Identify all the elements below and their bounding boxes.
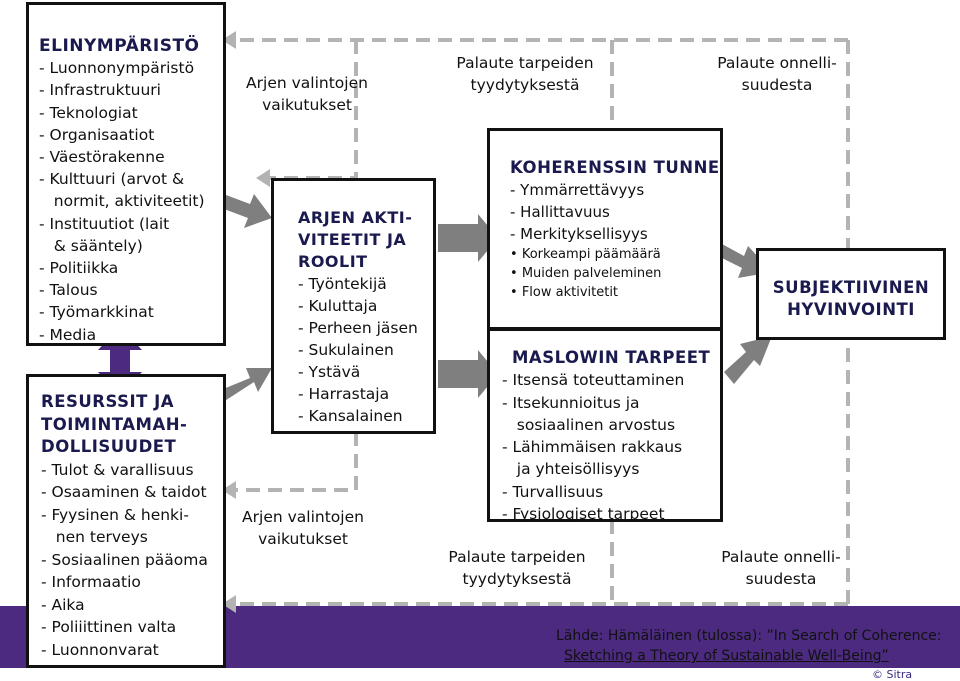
environment-item: normit, aktiviteetit) (39, 192, 205, 211)
roles-list: - Työntekijä - Kuluttaja - Perheen jäsen - … (298, 273, 433, 427)
arrowhead-bottom (222, 595, 236, 613)
roles-title-line: ARJEN AKTI- (298, 208, 413, 227)
resources-title-line: DOLLISUUDET (41, 437, 177, 456)
process-arrows (216, 192, 772, 404)
feedback-everyday-top: Arjen valintojen vaikutukset (246, 74, 368, 114)
wellbeing-title: SUBJEKTIIVINEN HYVINVOINTI (759, 277, 943, 321)
feedback-loops (228, 38, 850, 606)
footer-source-line2: Sketching a Theory of Sustainable Well-B… (564, 648, 889, 664)
coherence-list: - Ymmärrettävyys - Hallittavuus - Merkityk… (510, 179, 720, 245)
maslow-list: - Itsensä toteuttaminen - Itsekunnioitus … (502, 369, 720, 525)
wellbeing-title-line: HYVINVOINTI (787, 300, 915, 319)
coherence-bullet: • Flow aktivitetit (510, 285, 619, 300)
arrowhead-top (222, 31, 236, 49)
maslow-box: MASLOWIN TARPEET - Itsensä toteuttaminen… (487, 328, 723, 525)
feedback-needs-top: Palaute tarpeiden tyydytyksestä (456, 54, 594, 94)
environment-item: - Politiikka (39, 259, 119, 278)
environment-item: - Luonnonympäristö (39, 59, 195, 78)
environment-item: - Väestörakenne (39, 148, 165, 167)
environment-item: - Organisaatiot (39, 125, 155, 144)
arrow-roles-to-maslow (438, 350, 498, 398)
coherence-item: - Merkityksellisyys (510, 225, 648, 243)
feedback-happy-bottom: Palaute onnelli- suudesta (721, 548, 841, 588)
footer-source: Lähde: Hämäläinen (tulossa): ”In Search … (556, 626, 941, 666)
bullet-icon: • (510, 266, 522, 281)
roles-title: ARJEN AKTI- VITEETIT JA ROOLIT (298, 207, 433, 273)
roles-item: - Kuluttaja (298, 297, 378, 315)
roles-box: ARJEN AKTI- VITEETIT JA ROOLIT - Työntekij… (271, 178, 436, 434)
maslow-item: - Fysiologiset tarpeet (502, 505, 665, 524)
resources-item: - Aika (41, 595, 85, 614)
resources-item: - Sosiaalinen pääoma (41, 550, 208, 569)
resources-list: - Tulot & varallisuus - Osaaminen & taido… (41, 459, 223, 662)
environment-title: ELINYMPÄRISTÖ (39, 36, 200, 56)
resources-item: nen terveys (41, 528, 148, 546)
maslow-title: MASLOWIN TARPEET (512, 348, 711, 367)
maslow-item: ja yhteisöllisyys (502, 460, 640, 479)
feedback-line-roles-bottom (228, 432, 358, 492)
environment-item: - Työmarkkinat (39, 303, 154, 322)
footer-copyright: © Sitra (872, 668, 913, 681)
environment-item: - Infrastruktuuri (39, 81, 161, 100)
roles-item: - Työntekijä (298, 275, 387, 293)
environment-list: - Luonnonympäristö - Infrastruktuuri - Tek… (39, 57, 223, 346)
resources-title: RESURSSIT JA TOIMINTAMAH- DOLLISUUDET (41, 391, 223, 459)
coherence-bullet: • Korkeampi päämäärä (510, 247, 661, 262)
feedback-everyday-bottom: Arjen valintojen vaikutukset (242, 508, 364, 548)
resources-item: - Tulot & varallisuus (41, 460, 194, 479)
coherence-item: - Hallittavuus (510, 203, 610, 221)
resources-title-line: RESURSSIT JA (41, 392, 175, 411)
feedback-happy-top: Palaute onnelli- suudesta (717, 54, 837, 94)
bullet-icon: • (510, 285, 522, 300)
arrow-roles-to-coherence (438, 214, 498, 262)
arrowhead-roles-bottom (222, 481, 236, 499)
footer-source-line1: Lähde: Hämäläinen (tulossa): ”In Search … (556, 628, 942, 644)
maslow-item: - Itsekunnioitus ja (502, 393, 640, 412)
arrow-env-to-roles (216, 192, 272, 228)
wellbeing-title-line: SUBJEKTIIVINEN (772, 278, 930, 297)
roles-item: - Harrastaja (298, 385, 390, 403)
roles-item: - Ystävä (298, 363, 361, 381)
environment-item: - Teknologiat (39, 103, 138, 122)
environment-item: - Kulttuuri (arvot & (39, 170, 185, 189)
maslow-item: - Lähimmäisen rakkaus (502, 438, 683, 457)
coherence-bullet: • Muiden palveleminen (510, 266, 662, 281)
roles-item: - Sukulainen (298, 341, 394, 359)
maslow-item: - Itsensä toteuttaminen (502, 371, 685, 390)
bullet-icon: • (510, 247, 522, 262)
resources-item: - Luonnonvarat (41, 640, 159, 659)
roles-item: - Kansalainen (298, 407, 403, 425)
resources-title-line: TOIMINTAMAH- (41, 414, 188, 434)
roles-item: - Perheen jäsen (298, 319, 418, 337)
resources-item: - Fyysinen & henki- (41, 505, 189, 524)
coherence-title: KOHERENSSIN TUNNE (510, 158, 720, 177)
environment-item: - Instituutiot (lait (39, 214, 170, 233)
wellbeing-box: SUBJEKTIIVINEN HYVINVOINTI (756, 248, 946, 340)
arrow-res-to-roles (216, 368, 272, 404)
resources-item: - Osaaminen & taidot (41, 483, 207, 501)
coherence-bullets: • Korkeampi päämäärä • Muiden palvelemine… (510, 245, 720, 302)
environment-item: - Talous (39, 281, 98, 300)
maslow-item: sosiaalinen arvostus (502, 415, 676, 434)
roles-title-line: VITEETIT JA (298, 230, 407, 249)
coherence-item: - Ymmärrettävyys (510, 181, 645, 199)
arrow-maslow-to-wellbeing (724, 336, 772, 384)
arrowhead-roles-top (256, 169, 270, 187)
coherence-box: KOHERENSSIN TUNNE - Ymmärrettävyys - Hall… (487, 128, 723, 330)
environment-item: & sääntely) (39, 236, 143, 255)
resources-item: - Informaatio (41, 573, 141, 591)
roles-title-line: ROOLIT (298, 252, 368, 271)
environment-box: ELINYMPÄRISTÖ - Luonnonympäristö - Infras… (26, 2, 226, 346)
environment-item: - Media (39, 325, 97, 344)
maslow-item: - Turvallisuus (502, 482, 604, 501)
feedback-arrowheads (222, 31, 270, 613)
feedback-needs-bottom: Palaute tarpeiden tyydytyksestä (448, 548, 586, 588)
resources-item: - Poliiittinen valta (41, 618, 177, 636)
resources-box: RESURSSIT JA TOIMINTAMAH- DOLLISUUDET - Tu… (26, 374, 226, 668)
